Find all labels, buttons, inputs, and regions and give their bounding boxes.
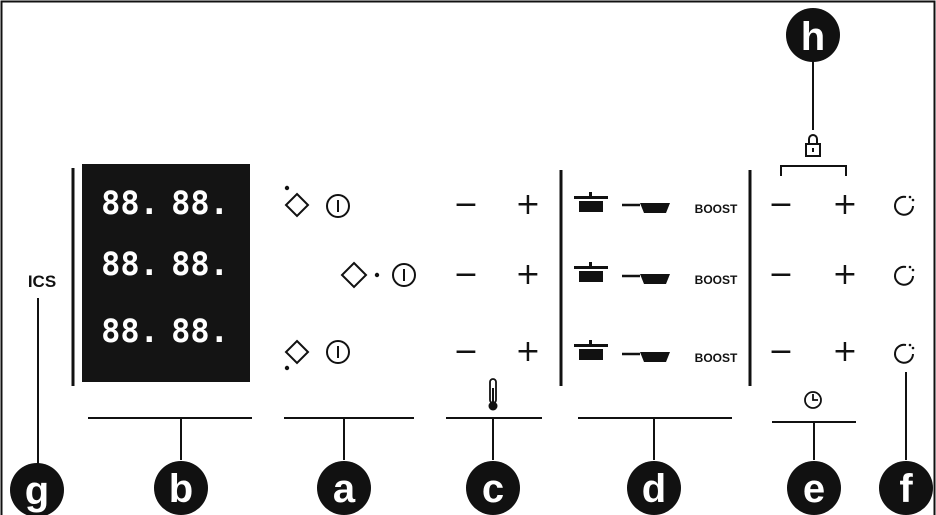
display-right-digits: 88. xyxy=(171,184,229,222)
pot-icon[interactable] xyxy=(574,192,608,212)
svg-text:a: a xyxy=(333,467,356,511)
temp-plus-button[interactable]: + xyxy=(515,257,540,292)
display-right-digits: 88. xyxy=(171,312,229,350)
display-left-digits: 88. xyxy=(101,184,159,222)
cookware-row-1: BOOST xyxy=(574,192,738,216)
temperature-controls: − + − + − + xyxy=(453,187,540,369)
display-panel xyxy=(82,164,250,382)
temp-minus-button[interactable]: − xyxy=(453,334,478,369)
pan-icon[interactable] xyxy=(622,274,670,284)
power-icon[interactable] xyxy=(326,194,350,218)
ics-label: ICS xyxy=(28,272,56,291)
dot-icon xyxy=(284,365,290,371)
power-icon[interactable] xyxy=(392,263,416,287)
quick-cook-icon[interactable] xyxy=(894,343,915,364)
thermometer-icon xyxy=(488,378,498,411)
diamond-icon[interactable] xyxy=(284,339,310,365)
display-left-digits: 88. xyxy=(101,245,159,283)
callout-a: a xyxy=(317,461,371,515)
display-left-digits: 88. xyxy=(101,312,159,350)
lock-bracket xyxy=(780,165,847,176)
timer-plus-button[interactable]: + xyxy=(832,187,857,222)
display-row-2: 88. 88. xyxy=(101,245,229,283)
display-row-1: 88. 88. xyxy=(101,184,229,222)
temp-minus-button[interactable]: − xyxy=(453,187,478,222)
callout-d: d xyxy=(627,461,681,515)
svg-text:f: f xyxy=(899,467,913,511)
dot-icon xyxy=(374,272,380,278)
temp-plus-button[interactable]: + xyxy=(515,187,540,222)
cookware-row-2: BOOST xyxy=(574,262,738,287)
svg-text:b: b xyxy=(169,467,193,511)
svg-text:d: d xyxy=(642,467,666,511)
clock-icon xyxy=(804,391,822,409)
cookware-row-3: BOOST xyxy=(574,340,738,365)
timer-minus-button[interactable]: − xyxy=(768,187,793,222)
callout-f: f xyxy=(879,461,933,515)
boost-button[interactable]: BOOST xyxy=(695,273,738,287)
lock-icon[interactable] xyxy=(805,134,821,157)
zone-select-row-2[interactable] xyxy=(340,261,416,289)
diamond-icon[interactable] xyxy=(340,261,368,289)
diamond-icon[interactable] xyxy=(284,192,310,218)
timer-minus-button[interactable]: − xyxy=(768,334,793,369)
callout-g: g xyxy=(10,463,64,515)
callout-h: h xyxy=(786,8,840,62)
pot-icon[interactable] xyxy=(574,340,608,360)
temp-plus-button[interactable]: + xyxy=(515,334,540,369)
callout-c: c xyxy=(466,461,520,515)
callout-b: b xyxy=(154,461,208,515)
temp-minus-button[interactable]: − xyxy=(453,257,478,292)
timer-plus-button[interactable]: + xyxy=(832,257,857,292)
zone-select-row-1[interactable] xyxy=(284,185,350,218)
pot-icon[interactable] xyxy=(574,262,608,282)
svg-text:e: e xyxy=(803,467,825,511)
timer-minus-button[interactable]: − xyxy=(768,257,793,292)
display-row-3: 88. 88. xyxy=(101,312,229,350)
svg-text:g: g xyxy=(25,469,49,513)
boost-button[interactable]: BOOST xyxy=(695,202,738,216)
timer-controls: − + − + − + xyxy=(768,187,857,369)
pan-icon[interactable] xyxy=(622,203,670,213)
dot-icon xyxy=(284,185,290,191)
display-right-digits: 88. xyxy=(171,245,229,283)
zone-select-row-3[interactable] xyxy=(284,339,350,371)
quick-cook-icon[interactable] xyxy=(894,265,915,286)
boost-button[interactable]: BOOST xyxy=(695,351,738,365)
svg-text:h: h xyxy=(801,15,825,59)
power-icon[interactable] xyxy=(326,340,350,364)
svg-text:c: c xyxy=(482,467,504,511)
timer-plus-button[interactable]: + xyxy=(832,334,857,369)
pan-icon[interactable] xyxy=(622,352,670,362)
quick-cook-icon[interactable] xyxy=(894,195,915,216)
callout-e: e xyxy=(787,461,841,515)
